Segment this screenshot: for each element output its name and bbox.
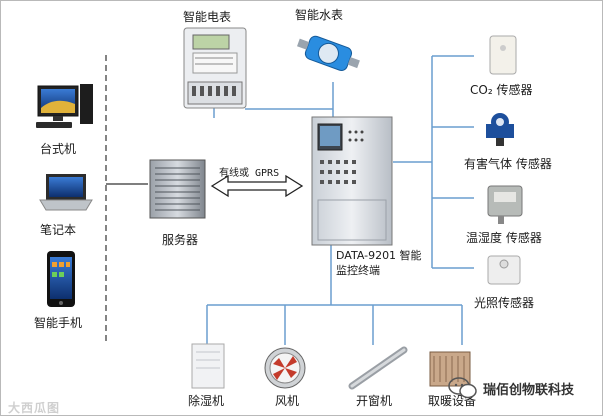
actuator-label-window-opener: 开窗机 (356, 394, 393, 408)
light-sensor-icon (487, 255, 521, 285)
sensor-label-temp-humidity: 温湿度 传感器 (466, 231, 542, 245)
double-arrow (210, 174, 304, 198)
client-lines (105, 55, 148, 345)
heater-icon (429, 351, 471, 387)
fan-icon (264, 347, 306, 389)
sensor-label-gas: 有害气体 传感器 (464, 157, 552, 171)
server-label: 服务器 (162, 233, 199, 247)
sensor-label-light: 光照传感器 (474, 296, 535, 310)
phone-label: 智能手机 (34, 316, 83, 330)
laptop-label: 笔记本 (40, 223, 77, 237)
connection-lines (206, 55, 474, 345)
monitoring-terminal-icon (311, 116, 393, 246)
link-label: 有线或 GPRS (219, 168, 280, 179)
server-icon (149, 159, 206, 219)
electric-meter-label: 智能电表 (183, 10, 232, 24)
terminal-label: DATA-9201 智能监控终端 (336, 249, 422, 277)
desktop-icon (36, 84, 93, 128)
water-meter-label: 智能水表 (295, 8, 344, 22)
actuator-label-dehumidifier: 除湿机 (188, 394, 225, 408)
desktop-label: 台式机 (40, 142, 77, 156)
temp-humidity-sensor-icon (487, 185, 523, 224)
brand-badge: 瑞佰创物联科技 (448, 377, 574, 399)
watermark: 大西瓜图 (8, 401, 61, 415)
smartphone-icon (47, 251, 75, 307)
actuator-label-heater: 取暖设备 (428, 394, 477, 408)
window-opener-icon (348, 346, 408, 390)
actuator-label-fan: 风机 (275, 394, 300, 408)
brand-name: 瑞佰创物联科技 (483, 382, 575, 398)
wechat-icon (448, 377, 477, 399)
water-meter-icon (297, 35, 360, 71)
co2-sensor-icon (489, 35, 517, 75)
dehumidifier-icon (191, 343, 225, 389)
gas-sensor-icon (486, 113, 514, 146)
sensor-label-co2: CO₂ 传感器 (470, 83, 533, 97)
laptop-icon (39, 174, 93, 211)
electric-meter-icon (183, 27, 247, 109)
